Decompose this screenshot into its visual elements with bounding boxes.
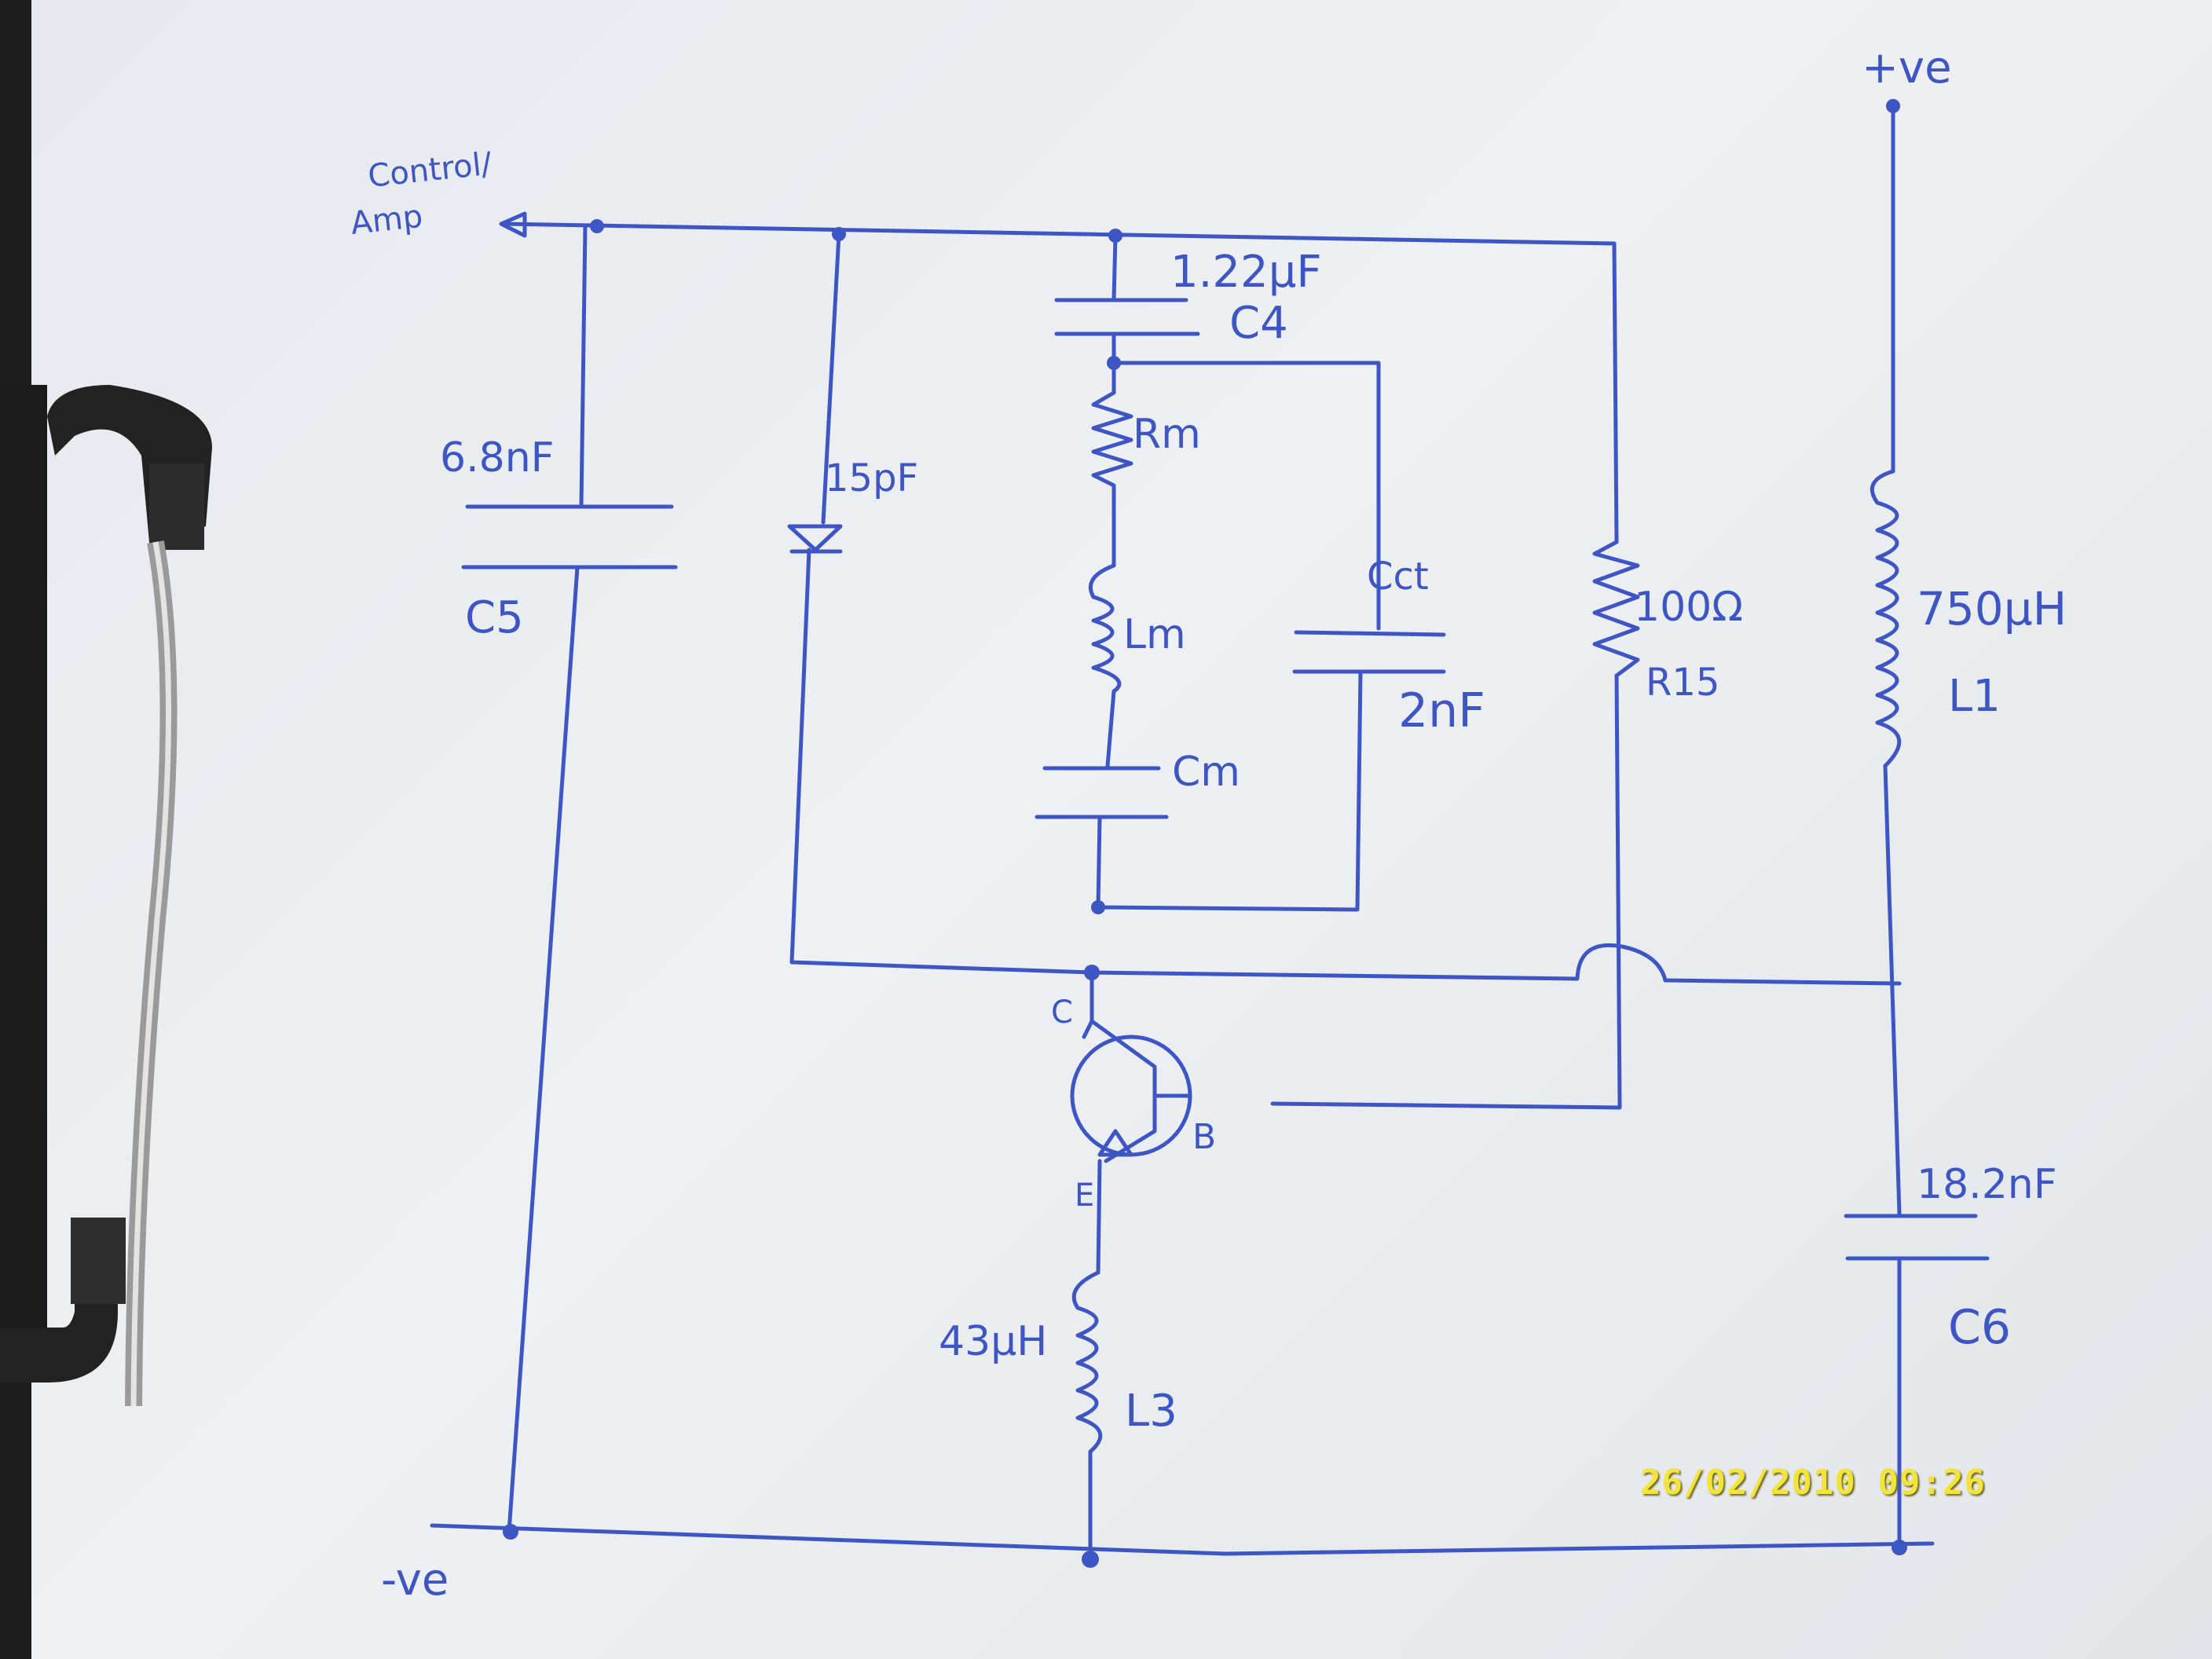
wire-top-rail xyxy=(500,222,1619,544)
output-arrow-icon xyxy=(499,211,527,238)
wire-cm-bottom xyxy=(1096,669,1363,912)
label-collector: C xyxy=(1051,994,1073,1031)
label-amp: Amp xyxy=(349,199,424,242)
wire-diode xyxy=(789,232,1094,975)
label-cct: Cct xyxy=(1367,555,1429,599)
wire-bottom-rail xyxy=(430,1523,1935,1556)
label-neg-supply: -ve xyxy=(381,1555,449,1606)
label-l1-name: L1 xyxy=(1948,671,2001,722)
label-c4-value: 1.22μF xyxy=(1170,247,1322,298)
label-r15-value: 100Ω xyxy=(1634,584,1743,631)
label-l3-name: L3 xyxy=(1125,1386,1177,1437)
capacitor-c6-plates xyxy=(1844,1214,1990,1261)
capacitor-cm-plates xyxy=(1035,766,1169,819)
wire-c4-bottom xyxy=(1111,331,1381,631)
paper-sheet xyxy=(31,0,2212,1659)
capacitor-c4-plates xyxy=(1054,298,1200,336)
junction-dots xyxy=(503,99,1907,1568)
wire-c5 xyxy=(507,224,588,1534)
wire-c4-top xyxy=(1111,233,1118,302)
label-c6-value: 18.2nF xyxy=(1917,1161,2057,1208)
emitter-arrow-icon xyxy=(1097,1129,1133,1157)
label-diode-value: 15pF xyxy=(825,456,918,500)
inductor-l1 xyxy=(1870,469,1902,768)
resistor-rm xyxy=(1091,390,1133,568)
label-cm: Cm xyxy=(1172,749,1240,796)
diode-15pf-icon xyxy=(787,524,843,554)
label-cct-value: 2nF xyxy=(1398,683,1485,738)
inductor-l3 xyxy=(1071,1270,1103,1562)
capacitor-cct-plates xyxy=(1292,630,1446,674)
label-emitter: E xyxy=(1075,1177,1094,1214)
label-r15-name: R15 xyxy=(1646,661,1719,705)
binder-clip-icon xyxy=(0,385,212,1406)
label-c6-name: C6 xyxy=(1948,1300,2011,1355)
label-rm: Rm xyxy=(1133,411,1201,458)
transistor-leads xyxy=(1082,1019,1190,1163)
label-c5-name: C5 xyxy=(465,592,524,643)
camera-timestamp: 26/02/2010 09:26 xyxy=(1640,1463,1986,1503)
label-l3-value: 43μH xyxy=(939,1318,1047,1365)
resistor-r15 xyxy=(1270,540,1640,1110)
wire-collector-right xyxy=(1090,943,1902,986)
label-pos-supply: +ve xyxy=(1862,42,1952,93)
wire-emitter xyxy=(1096,1159,1102,1275)
label-l1-value: 750μH xyxy=(1917,582,2067,635)
label-c4-name: C4 xyxy=(1229,298,1288,349)
label-control-amp: Control/ xyxy=(366,146,494,195)
inductor-lm xyxy=(1088,563,1122,768)
wire-l1-to-c6 xyxy=(1883,764,1902,1216)
label-lm: Lm xyxy=(1123,611,1186,658)
capacitor-c5-plates xyxy=(461,504,678,569)
label-base: B xyxy=(1192,1117,1216,1157)
label-c5-value: 6.8nF xyxy=(440,434,555,482)
